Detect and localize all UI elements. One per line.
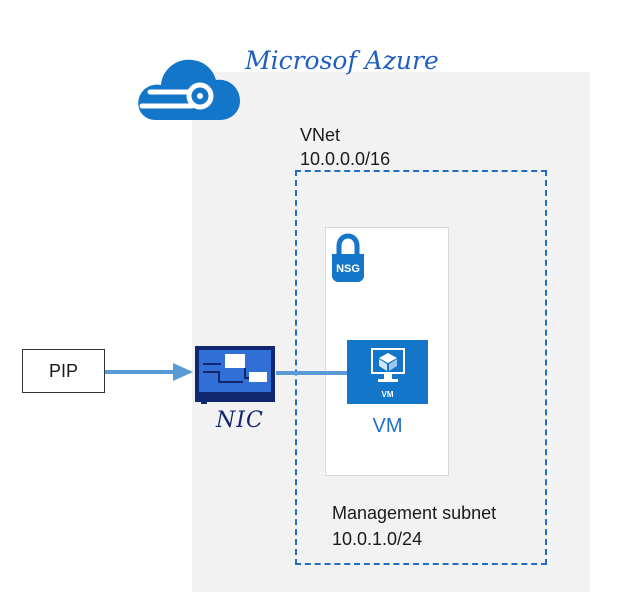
nsg-lock-icon <box>332 233 364 282</box>
vm-tile-label: VM <box>381 390 394 399</box>
subnet-cidr: 10.0.1.0/24 <box>332 529 423 549</box>
vm-label: VM <box>372 415 403 437</box>
vnet-boundary <box>295 170 547 565</box>
vnet-title: VNet <box>300 125 341 145</box>
nic-label: NIC <box>216 408 264 433</box>
vm-tile: VM <box>347 340 428 404</box>
azure-title: Microsof Azure <box>245 46 439 75</box>
pip-label: PIP <box>48 360 78 381</box>
pip-to-nic-arrow <box>105 363 193 381</box>
azure-cloud-icon <box>138 59 240 120</box>
subnet-title: Management subnet <box>332 503 497 523</box>
vm-monitor-icon <box>371 348 405 382</box>
nic-to-vm-connector <box>276 371 348 375</box>
nsg-label: NSG <box>336 263 360 275</box>
nic-card-icon <box>195 346 275 404</box>
pip-box: PIP <box>22 349 105 393</box>
vnet-cidr: 10.0.0.0/16 <box>300 149 391 169</box>
